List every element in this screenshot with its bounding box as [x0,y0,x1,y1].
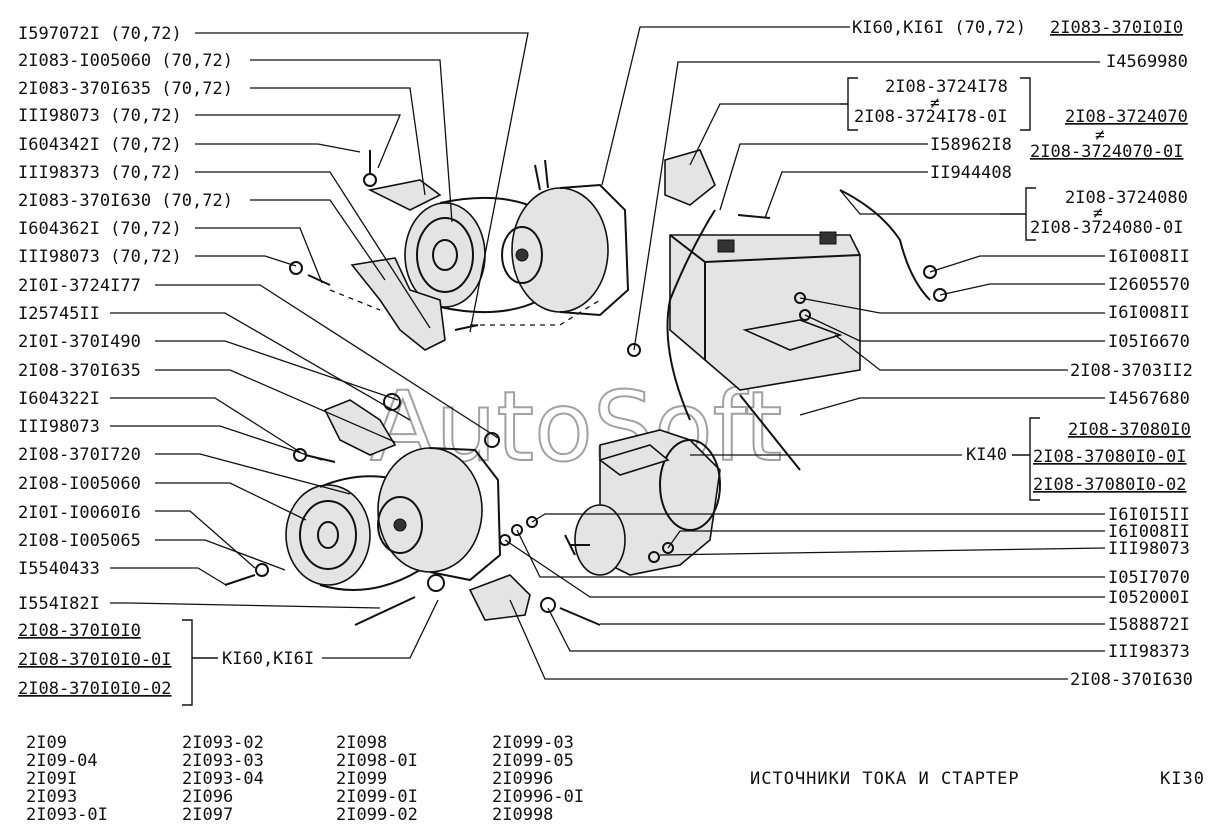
group-item: 2I08-370I0I0 [18,621,141,641]
part-label: I604362I (70,72) [18,219,182,239]
starter-drawing [499,429,721,626]
model-code: 2I09 [26,733,67,753]
group-item: 2I08-3724070-0I [1030,142,1184,162]
part-label: III98373 (70,72) [18,163,182,183]
group-item: 2I08-3724070 [1065,107,1188,127]
group-regulator-b: 2I08-3724070 ≠ 2I08-3724070-0I [1030,107,1188,162]
model-code: 2I096 [182,787,233,807]
variant-mark: ≠ [1095,125,1105,144]
group-item: 2I08-3724080 [1065,188,1188,208]
model-code: 2I0996 [492,769,553,789]
model-code: 2I097 [182,805,233,825]
model-code: 2I09-04 [26,751,98,771]
part-label: III98073 [1108,539,1190,559]
part-label: I6I0I5II [1108,505,1190,525]
sheet-code: КI30 [1160,769,1205,789]
group-cable-c: 2I08-3724080 ≠ 2I08-3724080-0I [839,187,1188,241]
part-label: I4569980 [1106,52,1188,72]
group-item: 2I08-37080I0-02 [1033,475,1187,495]
model-code: 2I099-02 [336,805,418,825]
part-label: 2I0I-370I490 [18,332,141,352]
part-label: 2I08-I005065 [18,531,141,551]
model-code: 2I0998 [492,805,553,825]
model-code: 2I093 [26,787,77,807]
part-label: I05I6670 [1108,332,1190,352]
part-label: 2I083-I005060 (70,72) [18,51,233,71]
group-models: КI40 [966,445,1007,465]
group-item: 2I08-3724I78 [885,77,1008,97]
part-label: I6I008II [1108,522,1190,542]
battery-drawing [627,149,947,471]
part-label: I2605570 [1108,275,1190,295]
part-label: I604322I [18,389,100,409]
left-leader-lines [110,32,529,609]
left-part-labels: I597072I (70,72) 2I083-I005060 (70,72) 2… [18,24,233,614]
model-code: 2I099-0I [336,787,418,807]
part-label: 2I08-I005060 [18,474,141,494]
part-label: III98073 (70,72) [18,247,182,267]
upper-alternator-drawing [289,150,630,351]
variant-mark: ≠ [1093,203,1103,222]
model-code: 2I093-0I [26,805,108,825]
model-code: 2I099 [336,769,387,789]
part-label: I6I008II [1108,247,1190,267]
left-group-alternator: 2I08-370I0I0 2I08-370I0I0-0I 2I08-370I0I… [18,599,439,706]
part-label: I05I7070 [1108,568,1190,588]
variant-mark: ≠ [930,93,940,112]
group-item: 2I08-370I0I0-0I [18,650,172,670]
model-code: 2I093-04 [182,769,264,789]
model-code: 2I099-03 [492,733,574,753]
part-label: 2I083-370I635 (70,72) [18,79,233,99]
part-label: 2I0I-I0060I6 [18,503,141,523]
part-label: 2I08-370I630 [1070,670,1193,690]
part-label: 2I08-3703II2 [1070,361,1193,381]
part-label: I554I82I [18,594,100,614]
group-starter-d: КI40 2I08-37080I0 2I08-37080I0-0I 2I08-3… [690,417,1191,501]
part-label: I4567680 [1108,389,1190,409]
group-item: 2I08-37080I0 [1068,420,1191,440]
right-leader-lines [504,61,1106,680]
part-label: III98373 [1108,642,1190,662]
part-label: III98073 [18,417,100,437]
model-code: 2I09I [26,769,77,789]
part-label: I588872I [1108,615,1190,635]
group-item: 2I08-37080I0-0I [1033,447,1187,467]
model-code: 2I098-0I [336,751,418,771]
model-code: 2I0996-0I [492,787,584,807]
part-label: 2I083-370I630 (70,72) [18,191,233,211]
model-code: 2I093-02 [182,733,264,753]
top-alternator-label: КI60,КI6I (70,72) 2I083-370I0I0 [601,18,1183,186]
group-item: 2I08-370I0I0-02 [18,679,172,699]
part-label: I597072I (70,72) [18,24,182,44]
group-models: КI60,КI6I [222,649,314,669]
part-label: I5540433 [18,559,100,579]
sheet-title: ИСТОЧНИКИ ТОКА И СТАРТЕР [750,769,1020,789]
group-regulator-a: 2I08-3724I78 ≠ 2I08-3724I78-0I [689,77,1031,166]
group-item: 2I08-3724080-0I [1030,218,1184,238]
part-label: I58962I8 [930,135,1012,155]
top-models: КI60,КI6I (70,72) [852,18,1026,38]
part-label: I6I008II [1108,303,1190,323]
part-label: 2I0I-3724I77 [18,276,141,296]
right-part-labels: I4569980 I58962I8 II944408 I6I008II I260… [930,52,1193,690]
part-label: I604342I (70,72) [18,135,182,155]
part-label: 2I08-370I635 [18,361,141,381]
lower-alternator-drawing [224,393,531,626]
part-label: III98073 (70,72) [18,106,182,126]
model-code: 2I093-03 [182,751,264,771]
model-code: 2I099-05 [492,751,574,771]
part-label: I25745II [18,304,100,324]
group-item: 2I08-3724I78-0I [854,107,1008,127]
part-label: I052000I [1108,588,1190,608]
part-label: 2I08-370I720 [18,445,141,465]
part-label: II944408 [930,163,1012,183]
model-code: 2I098 [336,733,387,753]
model-applicability-list: 2I09 2I09-04 2I09I 2I093 2I093-0I 2I093-… [26,733,584,825]
top-part: 2I083-370I0I0 [1050,18,1183,38]
